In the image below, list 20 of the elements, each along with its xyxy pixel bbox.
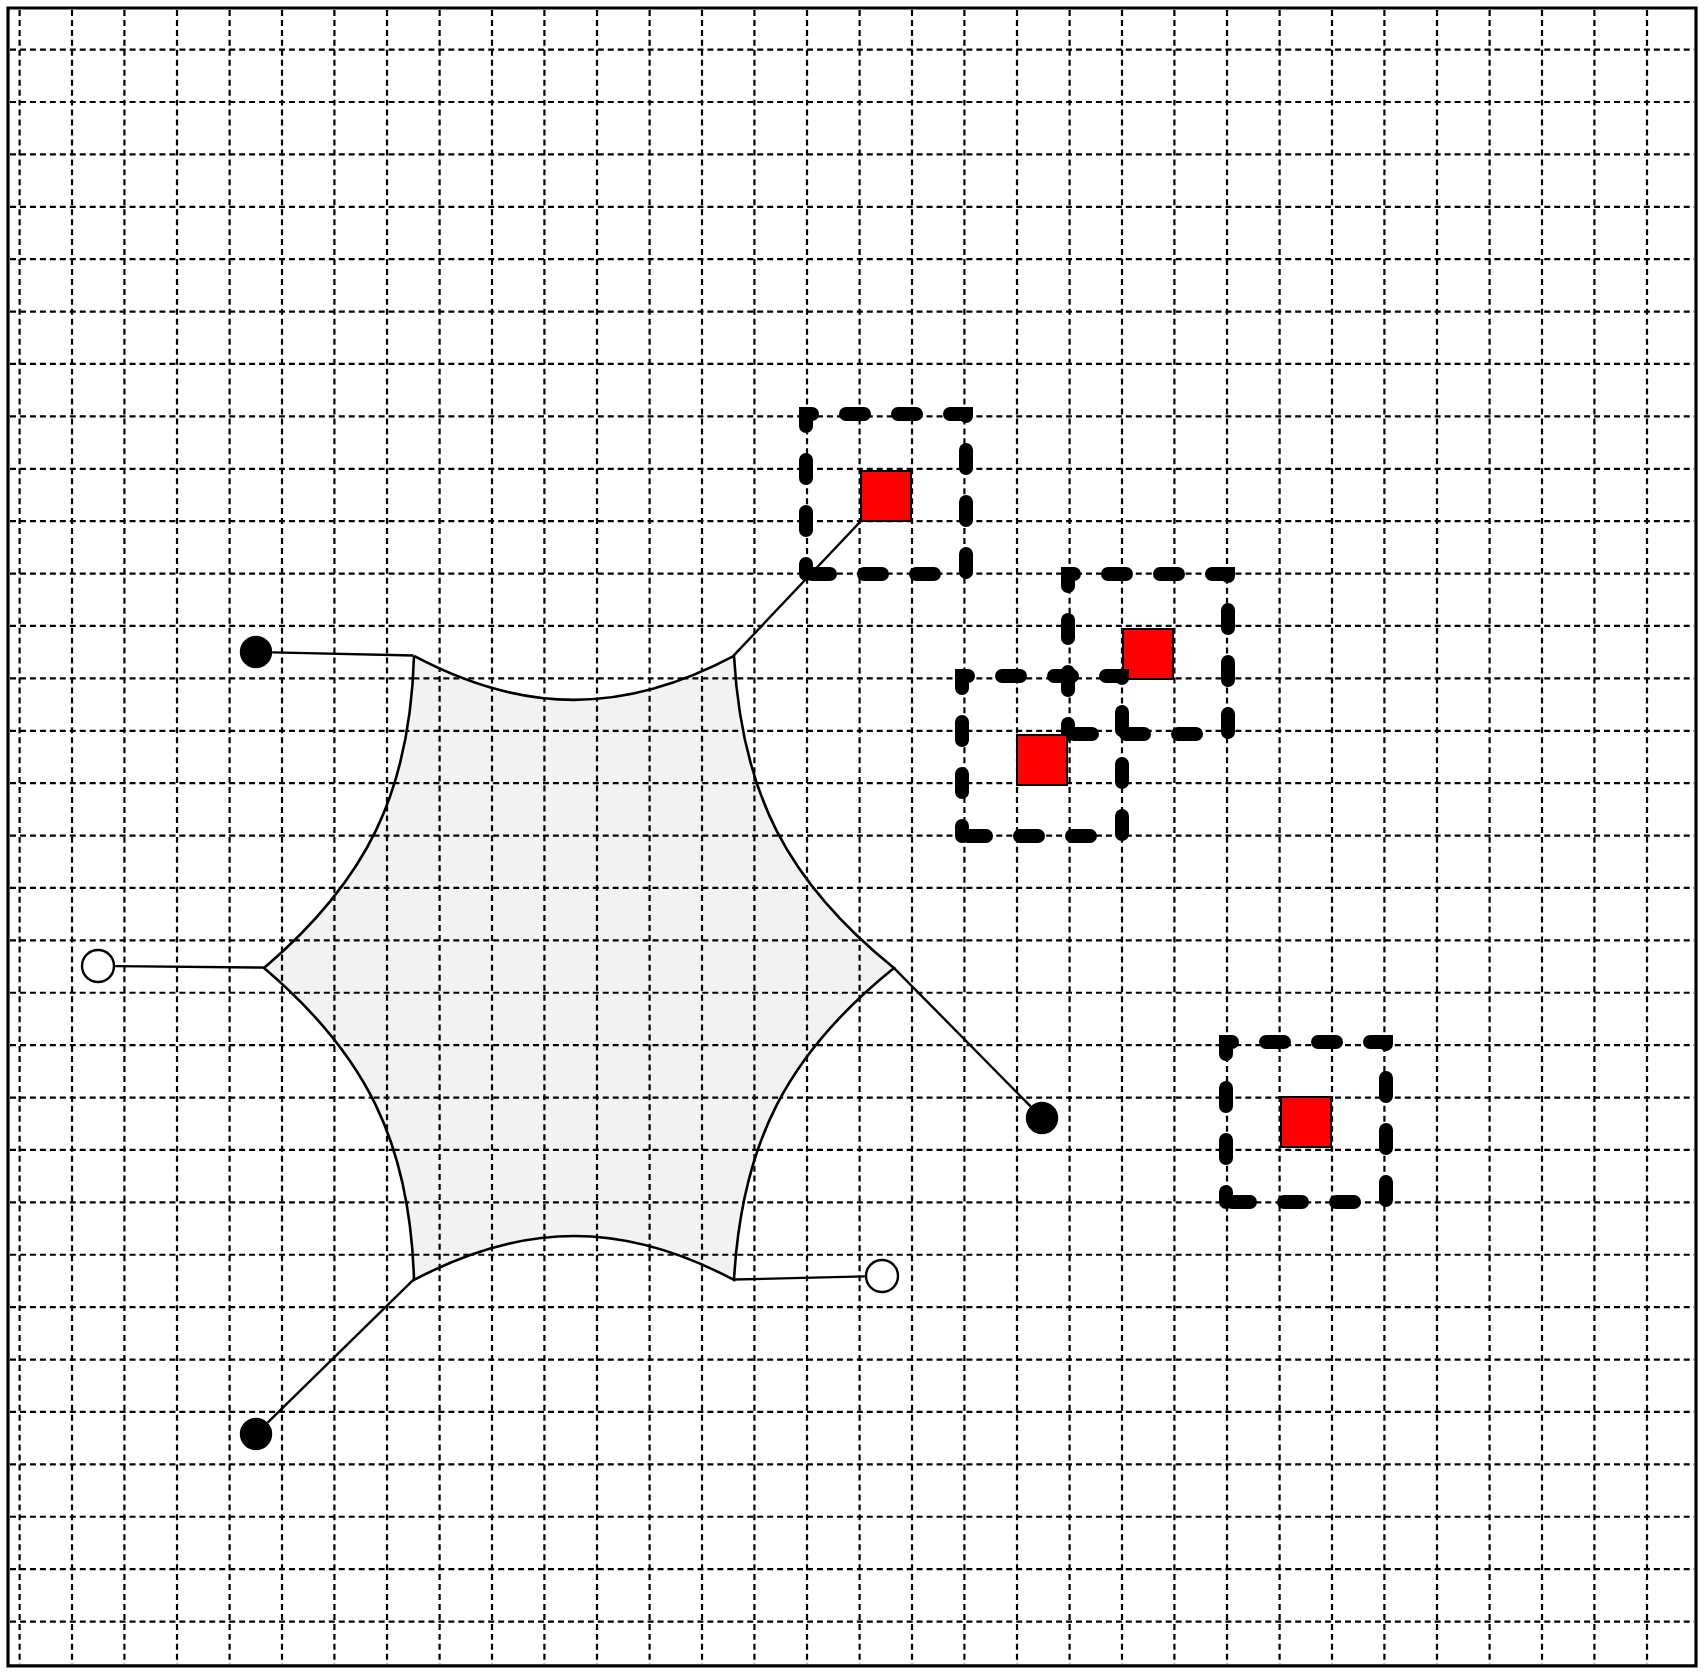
- dashed-frame: [1219, 1034, 1393, 1209]
- square-marker: [1280, 1095, 1332, 1148]
- square-marker: [1016, 733, 1068, 786]
- connector-line: [272, 651, 414, 657]
- open-circle: [80, 948, 116, 984]
- star-shape: [262, 654, 896, 1282]
- filled-dot: [1025, 1101, 1059, 1135]
- connector-line: [732, 521, 861, 657]
- connector-line: [733, 1275, 865, 1281]
- filled-dot: [239, 1417, 273, 1451]
- dashed-frame: [955, 668, 1129, 843]
- open-circle: [864, 1258, 900, 1294]
- square-marker: [860, 469, 912, 522]
- connector-line: [266, 1278, 415, 1424]
- connector-line: [892, 966, 1032, 1108]
- square-marker: [1122, 627, 1174, 680]
- connector-line: [115, 964, 264, 969]
- filled-dot: [239, 635, 273, 669]
- dashed-frame: [799, 406, 973, 581]
- dashed-frame: [1061, 566, 1235, 741]
